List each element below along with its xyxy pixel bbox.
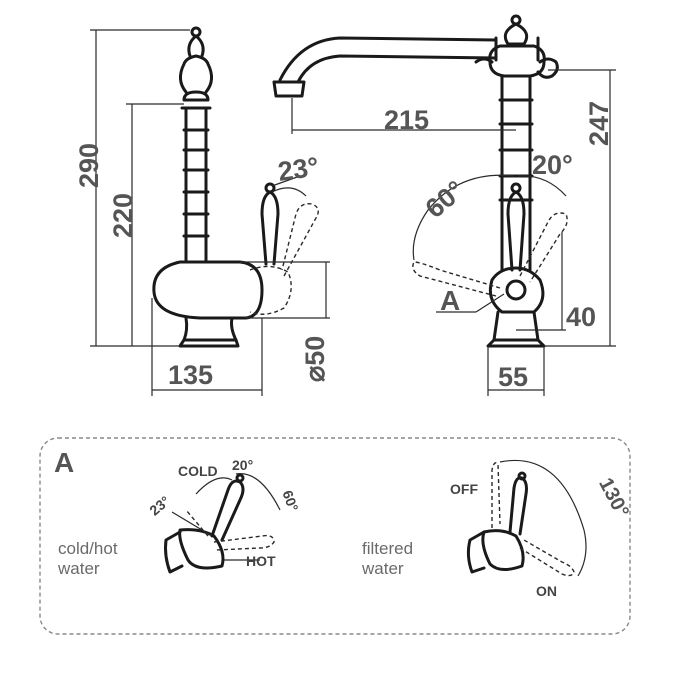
angle-23-detail: 23° — [146, 493, 173, 519]
dim-135: 135 — [168, 360, 213, 390]
angle-60-detail: 60° — [279, 488, 301, 513]
detail-a-title: A — [54, 447, 74, 478]
cold-hot-caption-line2: water — [57, 559, 100, 578]
angle-20-front: 20° — [532, 150, 573, 180]
angle-23-side: 23° — [276, 152, 321, 187]
dim-247: 247 — [584, 101, 614, 146]
cold-label: COLD — [178, 463, 218, 479]
dim-diameter-50: ⌀50 — [300, 336, 330, 382]
off-label: OFF — [450, 481, 478, 497]
detail-filtered-drawing — [466, 459, 587, 577]
side-view-dimensions — [90, 29, 330, 396]
side-view-faucet — [152, 26, 319, 348]
detail-a-marker: A — [440, 285, 460, 316]
hot-label: HOT — [246, 553, 276, 569]
cold-hot-caption-line1: cold/hot — [58, 539, 118, 558]
filtered-caption-line1: filtered — [362, 539, 413, 558]
angle-20-detail: 20° — [232, 457, 253, 473]
dim-290: 290 — [74, 143, 104, 188]
detail-a-frame — [39, 437, 631, 635]
dim-40: 40 — [566, 302, 596, 332]
front-view-dimensions — [291, 69, 616, 396]
on-label: ON — [536, 583, 557, 599]
dim-55: 55 — [498, 362, 528, 392]
front-view-faucet — [272, 14, 568, 348]
dim-220: 220 — [108, 193, 138, 238]
filtered-caption-line2: water — [361, 559, 404, 578]
angle-130-detail: 130° — [594, 474, 633, 521]
detail-cold-hot-drawing — [164, 473, 281, 574]
dim-215: 215 — [384, 105, 429, 135]
